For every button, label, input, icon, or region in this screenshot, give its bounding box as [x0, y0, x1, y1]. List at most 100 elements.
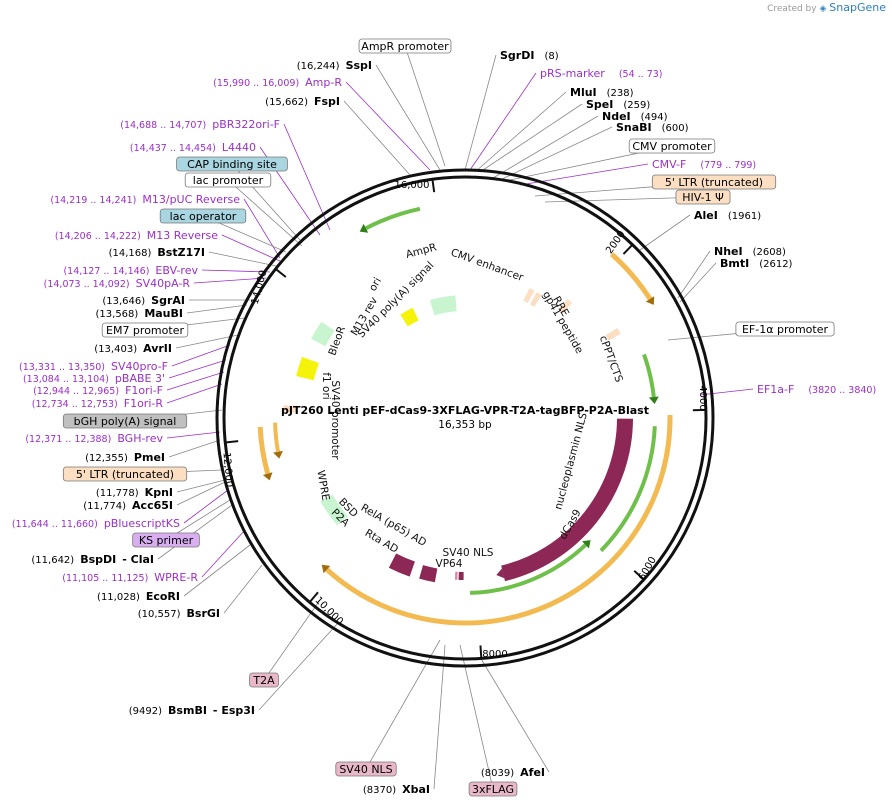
- primer-range: (15,990 .. 16,009): [213, 78, 299, 89]
- psi-block: [529, 292, 542, 307]
- primer-range: (13,084 .. 13,104): [23, 374, 109, 385]
- primer-name: BGH-rev: [117, 432, 163, 445]
- leader-line: [679, 262, 717, 303]
- inner-label-ampr: AmpR: [405, 241, 438, 261]
- primer-label: (12,371 .. 12,388)BGH-rev: [25, 432, 163, 445]
- primer-name: pBABE 3': [115, 372, 165, 385]
- primer-range: (3820 .. 3840): [808, 385, 876, 396]
- primer-label: EF1a-F(3820 .. 3840): [757, 383, 876, 396]
- enzyme-label: NheI (2608): [714, 245, 786, 258]
- feature-label-text: T2A: [252, 674, 275, 687]
- enzyme-label: BmtI(2612): [720, 257, 793, 270]
- leader-line: [258, 622, 339, 711]
- primer-range: (13,331 .. 13,350): [19, 362, 105, 373]
- enzyme-name: FspI: [314, 95, 340, 108]
- tick-mark: [633, 570, 645, 581]
- label-amp-r: (15,990 .. 16,009)Amp-R: [213, 76, 342, 89]
- enzyme-position: (11,642): [31, 555, 74, 566]
- primer-label: (14,219 .. 14,241)M13/pUC Reverse: [50, 193, 240, 206]
- outer-labels: AmpR promoter(16,244)SspI(15,990 .. 16,0…: [12, 38, 876, 797]
- inner-label-sv40-promoter: SV40 promoter: [329, 380, 341, 460]
- feature-label-text: HIV-1 Ψ: [682, 191, 724, 204]
- label-bsmbi-esp3i: (9492)BsmBI- Esp3I: [129, 704, 255, 717]
- label-ef1a-promoter: EF-1α promoter: [735, 321, 835, 337]
- leader-line: [186, 304, 248, 314]
- label-ndei: NdeI(494): [602, 110, 668, 123]
- leader-line: [183, 544, 251, 597]
- green-feature-arc: [470, 543, 587, 595]
- enzyme-position: (2612): [759, 259, 792, 270]
- enzyme-name: SgrDI: [500, 49, 534, 62]
- leader-line: [459, 644, 494, 790]
- label-afei: (8039)AfeI: [481, 766, 545, 779]
- orange-feature-arc: [257, 426, 271, 475]
- credit-prefix: Created by: [767, 4, 817, 14]
- rela-ad-arrow: [388, 553, 416, 577]
- enzyme-position: (2608): [753, 247, 786, 258]
- enzyme-name: EcoRI: [146, 590, 180, 603]
- bleor-arrow: [311, 321, 335, 347]
- primer-name: F1ori-F: [125, 384, 163, 397]
- tick-label: 12,000: [220, 452, 234, 488]
- feature-label-text: EM7 promoter: [106, 324, 184, 337]
- label-ef1a-f: EF1a-F(3820 .. 3840): [757, 383, 876, 396]
- tick-label: 4000: [697, 385, 708, 410]
- enzyme-name: SnaBI: [616, 121, 652, 134]
- primer-range: (14,437 .. 14,454): [130, 143, 216, 154]
- arrow-head-icon: [273, 450, 283, 459]
- primer-label: (14,437 .. 14,454)L4440: [130, 141, 256, 154]
- enzyme-label: (12,355)PmeI: [85, 451, 165, 464]
- enzyme-name: BsrGI: [187, 607, 220, 620]
- label-sv40pa-r: (14,073 .. 14,092)SV40pA-R: [44, 277, 191, 290]
- label-sgrai: (13,646)SgrAI: [102, 294, 185, 307]
- enzyme-name: NheI: [714, 245, 743, 258]
- feature-label-box: [132, 532, 200, 548]
- label-ecori: (11,028)EcoRI: [97, 590, 180, 603]
- enzyme-label: (13,568)MauBI: [96, 307, 183, 320]
- cppt-arrow: [613, 346, 641, 398]
- leader-line: [171, 344, 231, 367]
- snapgene-credit: Created by ◈ SnapGene: [767, 1, 886, 14]
- enzyme-name: XbaI: [402, 783, 430, 796]
- cmv-enhancer-arrow: [472, 270, 505, 291]
- feature-label-text: SV40 NLS: [339, 763, 392, 776]
- label-leader-lines: [124, 45, 786, 790]
- arrow-head-icon: [648, 396, 659, 404]
- label-kpni: (11,778)KpnI: [96, 486, 173, 499]
- label-ebv-rev: (14,127 .. 14,146)EBV-rev: [63, 264, 198, 277]
- enzyme-name: AleI: [694, 209, 718, 222]
- leader-line: [499, 126, 613, 181]
- leader-line: [221, 234, 283, 263]
- rta-ad-arrow: [419, 565, 438, 583]
- enzyme-label: (11,028)EcoRI: [97, 590, 180, 603]
- f1-ori-arrow: [296, 356, 319, 381]
- ltr-block: [523, 288, 535, 304]
- enzyme-name: NdeI: [602, 110, 631, 123]
- primer-name: SV40pro-F: [111, 360, 168, 373]
- leader-line: [639, 214, 691, 251]
- label-avrii: (13,403)AvrII: [94, 342, 172, 355]
- label-f1ori-f: (12,944 .. 12,965)F1ori-F: [33, 384, 163, 397]
- feature-label-text: 5' LTR (truncated): [665, 176, 763, 189]
- primer-label: pRS-marker(54 .. 73): [540, 67, 663, 80]
- bsd-arrow: [320, 494, 348, 526]
- enzyme-name: Acc65I: [132, 499, 173, 512]
- feature-label-box: [628, 138, 716, 154]
- enzyme-label: (13,403)AvrII: [94, 342, 172, 355]
- enzyme-name: SpeI: [586, 98, 613, 111]
- feature-label-text: KS primer: [139, 534, 194, 547]
- leader-line: [492, 115, 599, 179]
- label-ltr5-trunc-left: 5' LTR (truncated): [62, 466, 188, 482]
- gp41-block: [605, 328, 621, 341]
- leader-line: [166, 383, 223, 404]
- label-wpre-r: (11,105 .. 11,125)WPRE-R: [62, 571, 198, 584]
- feature-label-box: [651, 174, 777, 190]
- label-em7-promoter: EM7 promoter: [101, 322, 189, 338]
- enzyme-position: (12,355): [85, 453, 128, 464]
- label-alei: AleI(1961): [694, 209, 761, 222]
- tick-mark: [479, 645, 483, 659]
- label-m13-reverse: (14,206 .. 14,222)M13 Reverse: [55, 229, 218, 242]
- primer-name: SV40pA-R: [136, 277, 191, 290]
- enzyme-label: SpeI(259): [586, 98, 650, 111]
- leader-line: [479, 656, 550, 773]
